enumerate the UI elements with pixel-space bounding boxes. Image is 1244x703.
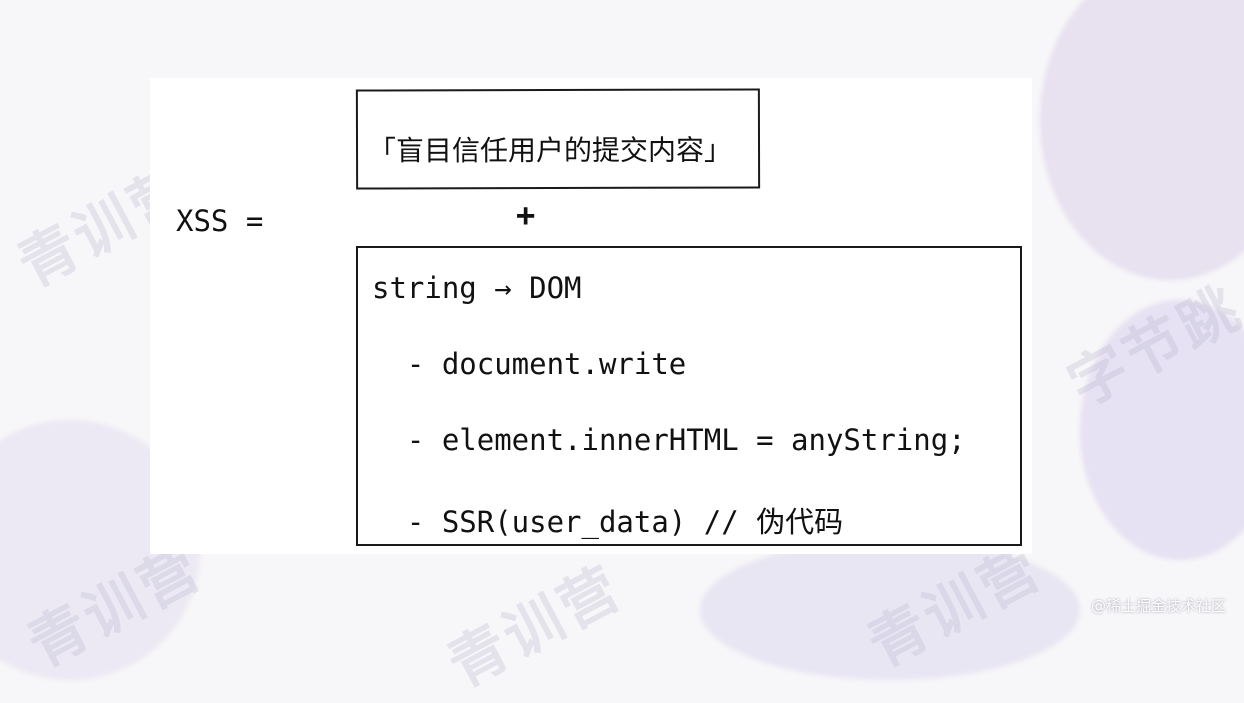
background-shape bbox=[1080, 300, 1244, 560]
code-line: - element.innerHTML = anyString; bbox=[372, 423, 966, 457]
dom-sink-box bbox=[356, 246, 1022, 546]
code-line: string → DOM bbox=[372, 271, 582, 305]
code-line: - document.write bbox=[372, 347, 687, 381]
diagram-panel bbox=[150, 78, 1032, 554]
watermark: 青训营 bbox=[437, 552, 634, 701]
background-shape bbox=[1040, 0, 1244, 280]
equation-lhs: XSS = bbox=[176, 204, 264, 238]
code-line: - SSR(user_data) // 伪代码 bbox=[372, 505, 844, 539]
site-credit: @稀土掘金技术社区 bbox=[1090, 597, 1226, 615]
plus-operator: + bbox=[516, 196, 536, 234]
trust-box: 「盲目信任用户的提交内容」 bbox=[355, 88, 761, 190]
trust-box-text: 「盲目信任用户的提交内容」 bbox=[367, 133, 733, 168]
